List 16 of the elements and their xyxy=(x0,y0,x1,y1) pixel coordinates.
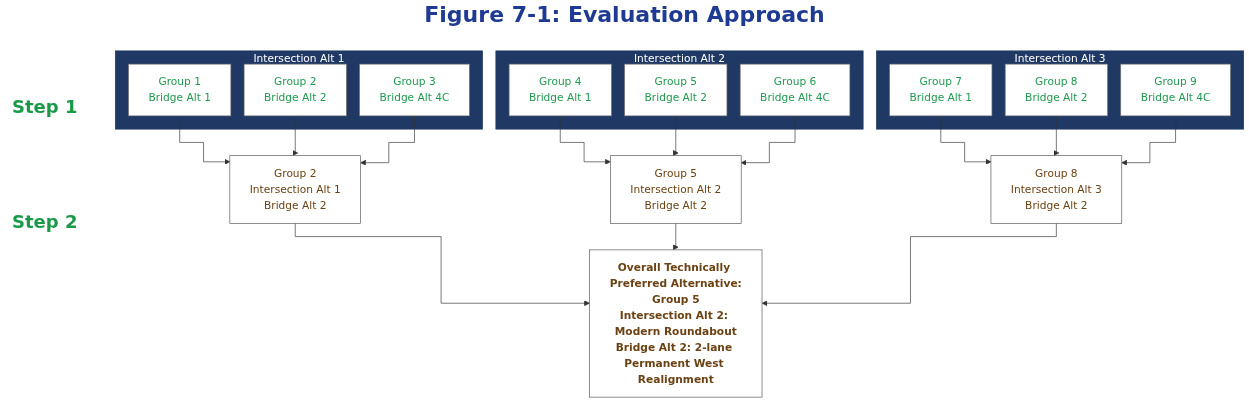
node-box: Overall Technically Preferred Alternative: Group 5 Intersection Alt 2: Modern Roundabout Bridge Alt 2: 2-lane Permanent West Realignment xyxy=(589,249,763,398)
node-box: Group 8 Intersection Alt 3 Bridge Alt 2 xyxy=(990,155,1123,224)
node-box: Group 9 Bridge Alt 4C xyxy=(1120,63,1231,117)
node-box: Group 2 Intersection Alt 1 Bridge Alt 2 xyxy=(229,155,361,224)
node-box: Group 2 Bridge Alt 2 xyxy=(243,63,347,117)
node-box: Group 5 Bridge Alt 2 xyxy=(624,63,728,117)
node-box: Group 5 Intersection Alt 2 Bridge Alt 2 xyxy=(610,155,742,224)
node-box: Group 8 Bridge Alt 2 xyxy=(1004,63,1108,117)
figure-title: Figure 7-1: Evaluation Approach xyxy=(424,2,825,27)
step-label: Step 1 xyxy=(11,96,79,117)
node-box: Group 6 Bridge Alt 4C xyxy=(739,63,851,117)
node-box: Group 7 Bridge Alt 1 xyxy=(889,63,993,117)
node-box: Group 3 Bridge Alt 4C xyxy=(359,63,470,117)
step-label: Step 2 xyxy=(11,211,79,232)
node-box: Group 4 Bridge Alt 1 xyxy=(508,63,612,117)
node-box: Group 1 Bridge Alt 1 xyxy=(128,63,232,117)
